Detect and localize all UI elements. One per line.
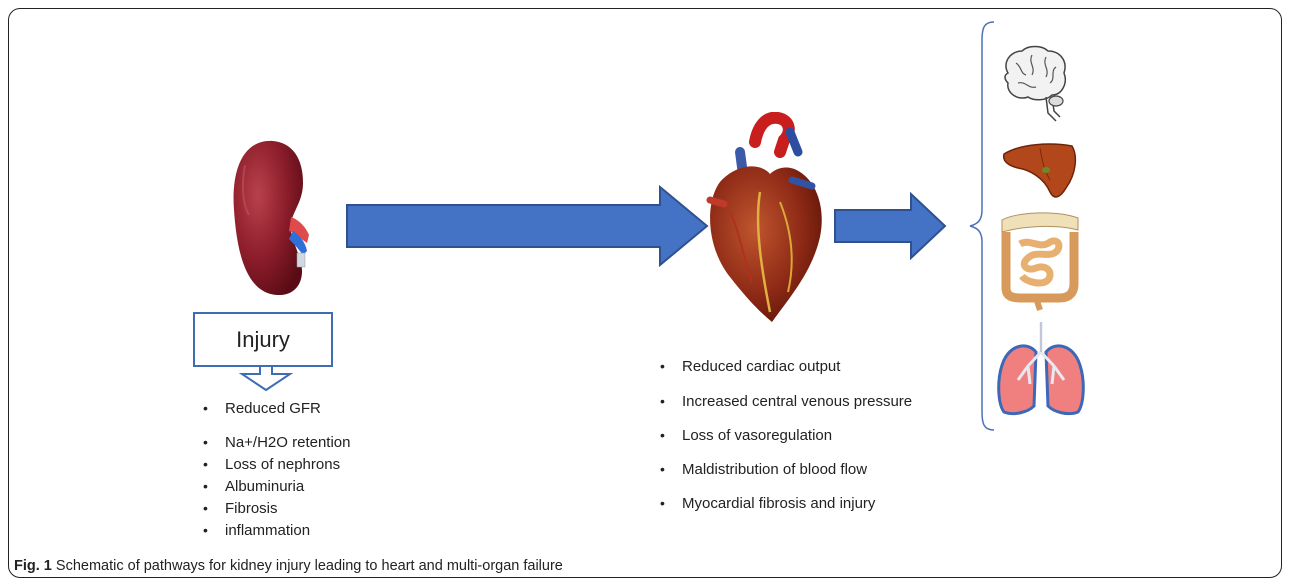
injury-label: Injury [236, 327, 290, 353]
caption-label: Fig. 1 [14, 558, 52, 574]
brain-icon [998, 43, 1070, 125]
kidney-icon [225, 135, 315, 300]
caption-text: Schematic of pathways for kidney injury … [52, 558, 563, 574]
intestines-icon [996, 210, 1084, 315]
figure-frame [8, 8, 1282, 578]
arrow-heart-to-organs [833, 192, 948, 260]
arrow-kidney-to-heart [345, 185, 710, 267]
lungs-icon [994, 320, 1088, 418]
heart-icon [700, 112, 830, 327]
injury-pointer-icon [236, 366, 296, 392]
figure-caption: Fig. 1 Schematic of pathways for kidney … [14, 558, 563, 574]
liver-icon [1000, 140, 1078, 202]
injury-box: Injury [193, 312, 333, 367]
